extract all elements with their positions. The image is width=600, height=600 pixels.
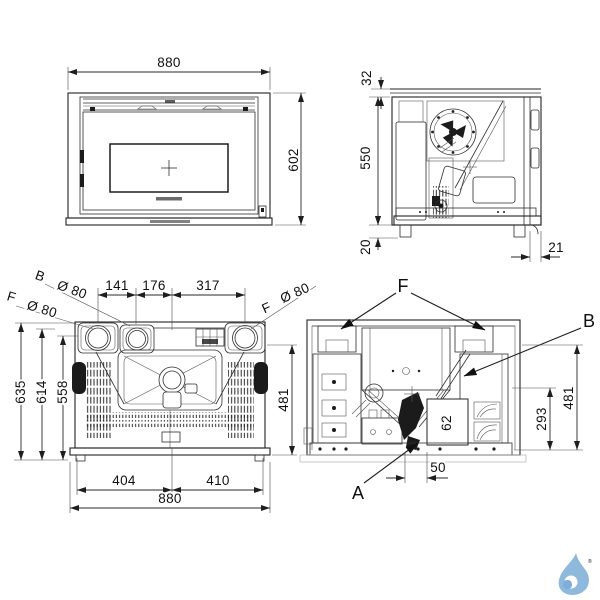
dim-box-label: 62 xyxy=(439,415,454,431)
callout-f-right-letter: F xyxy=(259,299,273,316)
top-right-dim-label: 481 xyxy=(276,388,291,411)
dim-front-width: 880 xyxy=(67,53,271,90)
dim-side-setback: 21 xyxy=(511,231,565,262)
side-top-label: 32 xyxy=(359,70,374,86)
callout-f-left-letter: F xyxy=(5,288,18,305)
front-glass xyxy=(109,143,229,193)
control-box xyxy=(472,176,516,204)
duct-connector-right xyxy=(224,322,266,354)
dim-top-right-height: 481 xyxy=(267,344,297,456)
front-view: 880 602 xyxy=(65,53,306,226)
auger-motor xyxy=(398,392,424,440)
junction-box xyxy=(195,328,225,347)
auger-assembly xyxy=(428,157,454,219)
logo-registered-mark: ® xyxy=(588,558,592,565)
dim-rear-bottom: 50 xyxy=(386,452,448,483)
smoke-fan xyxy=(426,100,505,162)
duct-connector-mid xyxy=(119,324,155,354)
rear-box-62: 62 xyxy=(426,398,469,446)
rear-motor-group xyxy=(351,349,471,450)
door-hinge-bottom xyxy=(80,174,84,187)
rear-f-label: F xyxy=(398,276,409,296)
callout-b-dia: Ø 80 xyxy=(55,277,89,302)
dim-rear-right: 481 293 xyxy=(512,344,583,451)
top-left-dim2-label: 614 xyxy=(34,380,49,404)
front-height-label: 602 xyxy=(286,148,301,171)
callout-b-letter: B xyxy=(33,267,47,284)
side-motor-left xyxy=(72,362,86,394)
dim-top-spacings: 141 176 317 xyxy=(97,276,246,330)
top-skirt xyxy=(69,447,271,456)
callout-f-right-dia: Ø 80 xyxy=(278,280,312,306)
top-dim1-label: 141 xyxy=(105,278,128,293)
top-bottom-dim1-label: 404 xyxy=(112,473,136,488)
side-hinge-bottom xyxy=(530,147,540,169)
top-dim2-label: 176 xyxy=(142,278,165,293)
glass-center-mark xyxy=(161,160,177,176)
callout-f-left-dia: Ø 80 xyxy=(25,297,59,320)
door-hinge-top xyxy=(80,150,84,163)
callout-rear-f: F xyxy=(340,275,486,331)
rear-dim-481-label: 481 xyxy=(561,386,576,409)
top-bottom-dim2-label: 410 xyxy=(206,473,229,488)
callout-rear-b: B xyxy=(463,310,597,377)
logo-drop-shape xyxy=(558,553,589,595)
side-base-label: 20 xyxy=(358,239,373,255)
callout-rear-a: A xyxy=(350,442,419,505)
dim-side-height: 550 xyxy=(356,97,392,226)
door-switch xyxy=(258,205,267,218)
dim-top-left-heights: 635 614 558 xyxy=(11,322,78,461)
dim-side-base: 20 xyxy=(356,213,398,257)
side-center-mark xyxy=(463,160,477,174)
side-hinge-top xyxy=(530,109,540,131)
top-total-width-label: 880 xyxy=(158,491,181,506)
dim-top-bottom: 404 410 880 xyxy=(69,448,271,513)
rear-b-label: B xyxy=(583,311,595,331)
top-view: 141 176 317 F Ø 80 B Ø 80 F Ø 80 xyxy=(4,266,317,513)
side-setback-label: 21 xyxy=(548,240,564,255)
rear-dim-293-label: 293 xyxy=(534,407,549,430)
rear-dim-50-label: 50 xyxy=(430,460,446,475)
front-air-grille xyxy=(83,98,255,111)
top-left-dim1-label: 635 xyxy=(13,380,28,403)
front-width-label: 880 xyxy=(157,55,180,70)
side-view: 32 550 20 21 xyxy=(356,68,565,262)
side-base xyxy=(393,207,542,238)
front-base xyxy=(65,217,273,226)
dim-side-top: 32 xyxy=(357,68,390,109)
rear-duct-right xyxy=(454,325,494,353)
front-inner-frame xyxy=(79,96,259,215)
brand-plate xyxy=(156,197,182,201)
top-left-dim3-label: 558 xyxy=(55,380,70,403)
rear-duct-left xyxy=(317,325,357,353)
dim-front-height: 602 xyxy=(273,92,306,226)
side-height-label: 550 xyxy=(358,146,373,169)
side-motor-right xyxy=(254,362,268,394)
top-dim3-label: 317 xyxy=(196,278,219,293)
rear-tower-left xyxy=(312,353,362,444)
duct-connector-left xyxy=(77,322,119,354)
rear-a-label: A xyxy=(352,483,364,503)
pellet-hopper xyxy=(395,121,427,221)
brand-logo: ® xyxy=(558,553,592,595)
rear-view: 62 F B A xyxy=(299,275,597,505)
auger-cylinder xyxy=(158,366,198,409)
